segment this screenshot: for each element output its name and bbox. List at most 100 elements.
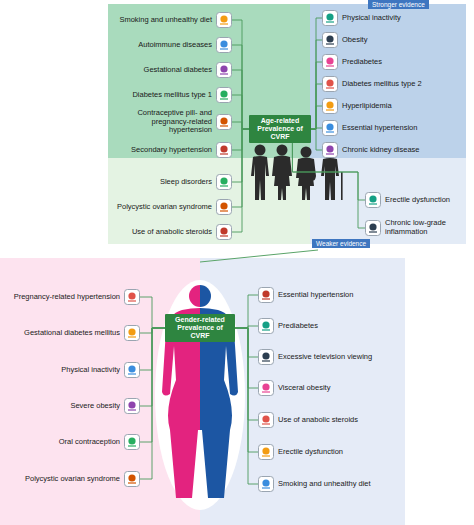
center-box: Age-related Prevalence of CVRF (249, 115, 311, 143)
factor-label: Smoking and unhealthy diet (119, 16, 212, 25)
risk-icon (216, 12, 232, 28)
factor-label: Prediabetes (342, 58, 382, 67)
branch-connector (140, 328, 165, 333)
risk-factor: Oral contraception (59, 434, 140, 450)
factor-label: Gestational diabetes (144, 66, 212, 75)
risk-factor: Prediabetes (322, 54, 382, 70)
branch-connector (232, 20, 249, 129)
female-half-body (162, 285, 200, 498)
risk-icon (322, 76, 338, 92)
factor-label: Oral contraception (59, 438, 120, 447)
branch-connector (235, 328, 258, 357)
factor-label: Polycystic ovarian syndrome (25, 475, 120, 484)
risk-icon (258, 287, 274, 303)
risk-icon (258, 318, 274, 334)
risk-icon (258, 444, 274, 460)
risk-factor: Excessive television viewing (258, 349, 372, 365)
factor-label: Polycystic ovarian syndrome (117, 203, 212, 212)
risk-icon (216, 174, 232, 190)
risk-factor: Essential hypertension (322, 120, 417, 136)
branch-connector (232, 129, 249, 207)
risk-factor: Hyperlipidemia (322, 98, 392, 114)
factor-label: Obesity (342, 36, 367, 45)
risk-factor: Use of anabolic steroids (258, 412, 358, 428)
body-backdrop (155, 280, 245, 510)
risk-factor: Pregnancy-related hypertension (14, 289, 140, 305)
stronger-female-panel (108, 4, 310, 158)
factor-label: Severe obesity (70, 402, 120, 411)
branch-connector (311, 129, 322, 150)
factor-label: Erectile dysfunction (385, 196, 450, 205)
factor-label: Essential hypertension (342, 124, 417, 133)
risk-icon (322, 32, 338, 48)
risk-factor: Severe obesity (70, 398, 140, 414)
branch-connector (235, 328, 258, 484)
factor-label: Contraceptive pill- and pregnancy-relate… (112, 109, 212, 135)
factor-label: Smoking and unhealthy diet (278, 480, 371, 489)
risk-icon (322, 98, 338, 114)
branch-connector (232, 129, 249, 150)
factor-label: Chronic kidney disease (342, 146, 420, 155)
factor-label: Physical inactivity (342, 14, 401, 23)
risk-icon (258, 349, 274, 365)
risk-icon (216, 37, 232, 53)
risk-icon (216, 62, 232, 78)
risk-factor: Prediabetes (258, 318, 318, 334)
risk-icon (258, 412, 274, 428)
risk-icon (124, 362, 140, 378)
factor-label: Use of anabolic steroids (132, 228, 212, 237)
factor-label: Erectile dysfunction (278, 448, 343, 457)
branch-connector (140, 328, 165, 406)
risk-factor: Gestational diabetes (144, 62, 232, 78)
risk-factor: Physical inactivity (61, 362, 140, 378)
risk-factor: Secondary hypertension (131, 142, 232, 158)
risk-factor: Chronic kidney disease (322, 142, 420, 158)
center-box: Gender-related Prevalence of CVRF (165, 314, 235, 342)
risk-icon (322, 142, 338, 158)
risk-factor: Erectile dysfunction (258, 444, 343, 460)
risk-factor: Polycystic ovarian syndrome (117, 199, 232, 215)
risk-factor: Contraceptive pill- and pregnancy-relate… (112, 109, 232, 135)
risk-icon (365, 220, 381, 236)
branch-connector (235, 295, 258, 328)
risk-factor: Chronic low-grade inflammation (365, 219, 457, 236)
risk-icon (216, 114, 232, 130)
branch-connector (311, 40, 322, 129)
risk-factor: Smoking and unhealthy diet (258, 476, 371, 492)
risk-icon (124, 398, 140, 414)
risk-icon (322, 54, 338, 70)
branch-connector (232, 45, 249, 129)
branch-connector (311, 106, 322, 129)
factor-label: Visceral obesity (278, 384, 330, 393)
branch-connector (140, 328, 165, 479)
risk-factor: Erectile dysfunction (365, 192, 450, 208)
factor-label: Use of anabolic steroids (278, 416, 358, 425)
risk-factor: Visceral obesity (258, 380, 330, 396)
risk-icon (216, 142, 232, 158)
risk-icon (124, 289, 140, 305)
risk-factor: Essential hypertension (258, 287, 353, 303)
branch-connector (140, 328, 165, 442)
risk-factor: Sleep disorders (160, 174, 232, 190)
branch-connector (235, 328, 258, 388)
male-half-body (200, 285, 238, 498)
factor-label: Essential hypertension (278, 291, 353, 300)
branch-connector (232, 129, 249, 232)
branch-connector (232, 122, 249, 129)
factor-label: Diabetes mellitus type 2 (342, 80, 422, 89)
branch-connector (235, 328, 258, 452)
factor-label: Physical inactivity (61, 366, 120, 375)
risk-icon (124, 471, 140, 487)
weaker-male-panel (310, 158, 466, 244)
risk-factor: Gestational diabetes mellitus (24, 325, 140, 341)
risk-icon (124, 325, 140, 341)
risk-icon (124, 434, 140, 450)
factor-label: Chronic low-grade inflammation (385, 219, 457, 236)
branch-connector (311, 18, 322, 129)
branch-connector (235, 328, 258, 420)
branch-connector (232, 70, 249, 129)
link-line (200, 250, 318, 262)
center-label: Age-related Prevalence of CVRF (252, 117, 308, 141)
risk-factor: Diabetes mellitus type 1 (132, 87, 232, 103)
evidence-tag: Weaker evidence (312, 239, 370, 248)
